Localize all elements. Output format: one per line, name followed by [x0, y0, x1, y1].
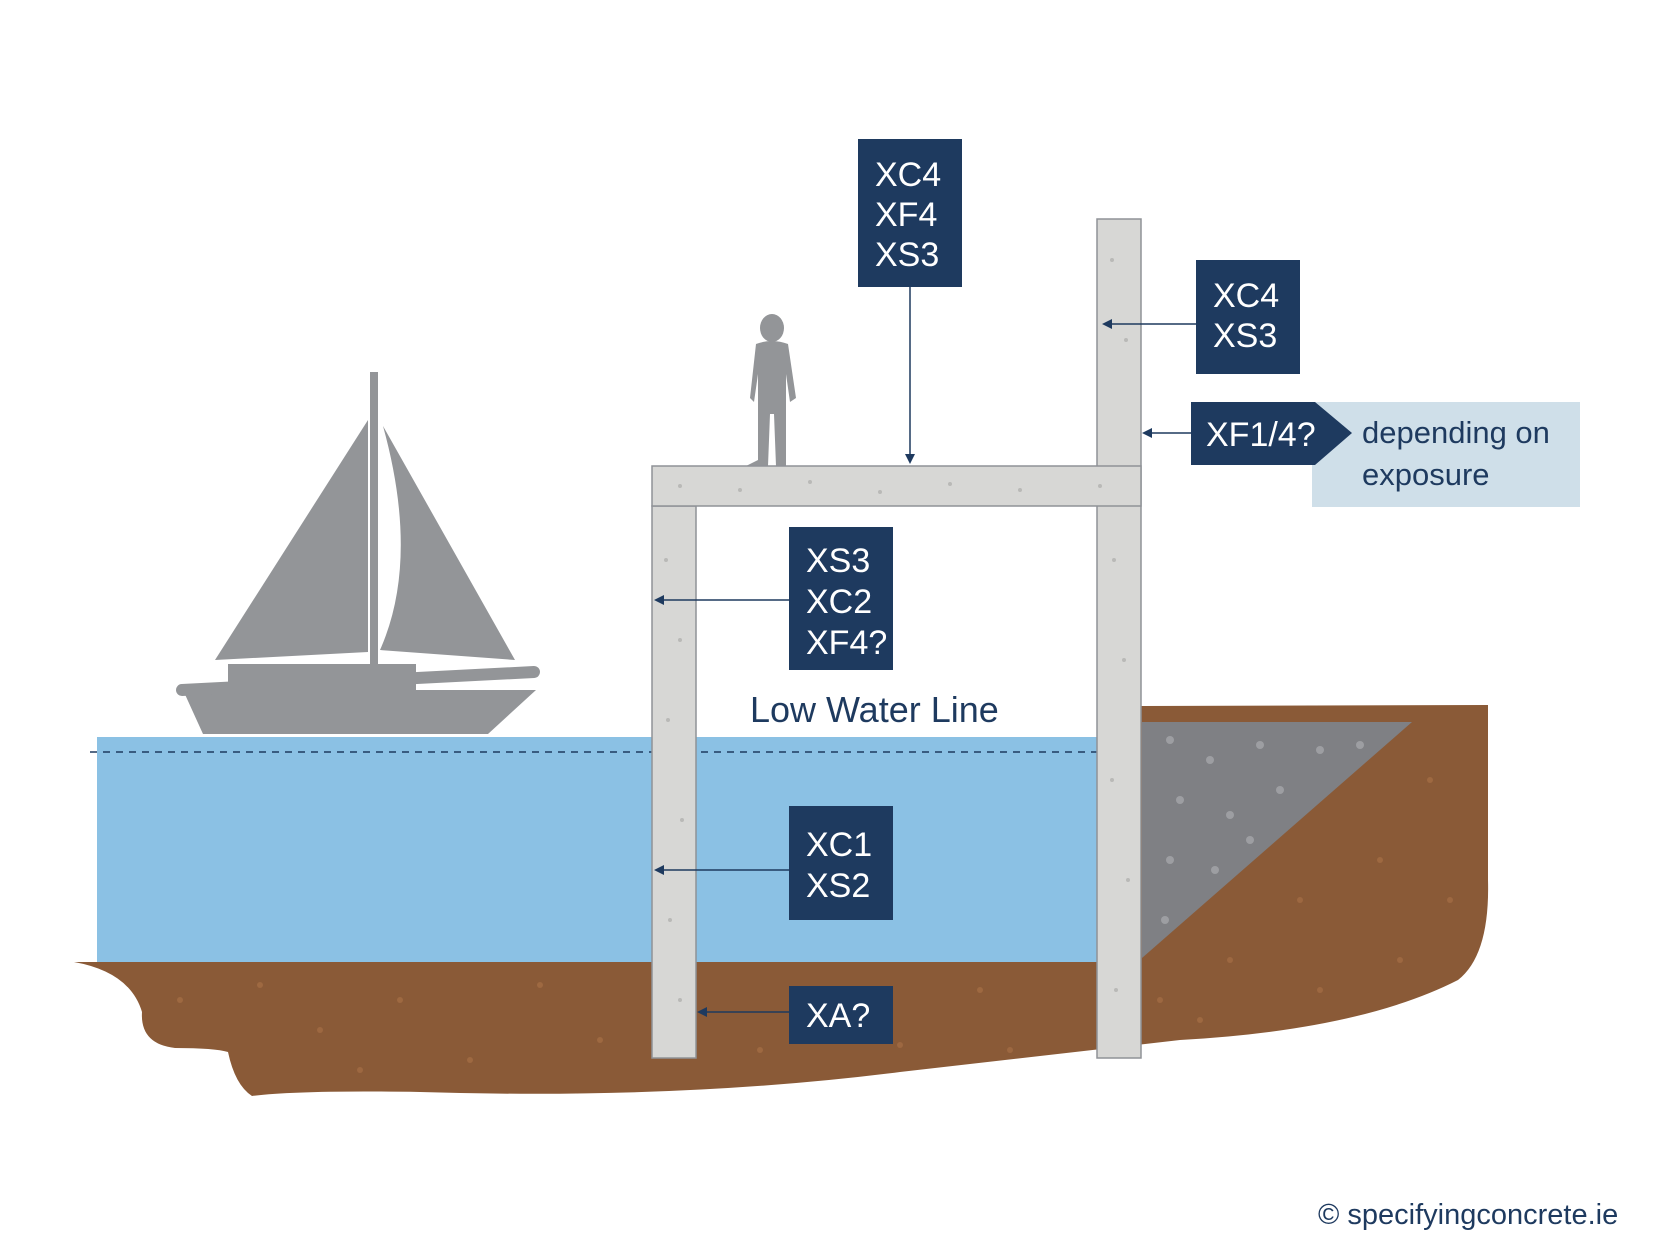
exposure-note: depending on exposure [1312, 402, 1580, 507]
svg-text:XS3: XS3 [875, 236, 939, 274]
concrete-structure [651, 218, 1142, 1059]
svg-text:XF4?: XF4? [806, 624, 887, 662]
svg-text:XC4: XC4 [1213, 277, 1279, 315]
svg-text:XS2: XS2 [806, 867, 870, 905]
svg-text:XC1: XC1 [806, 826, 872, 864]
copyright-notice: © specifyingconcrete.ie [1318, 1199, 1618, 1231]
svg-text:XF1/4?: XF1/4? [1206, 416, 1316, 454]
left-column-submerged-label: XC1 XS2 [654, 806, 893, 920]
left-column [651, 505, 697, 1059]
right-column-freeze-label: XF1/4? [1142, 402, 1352, 465]
person-icon [746, 314, 796, 466]
left-column-splash-label: XS3 XC2 XF4? [654, 527, 893, 670]
svg-text:exposure: exposure [1362, 457, 1490, 492]
svg-text:XC4: XC4 [875, 156, 941, 194]
gravel-speckles [1161, 736, 1364, 924]
water-body [97, 737, 1097, 965]
gravel-backfill [1142, 722, 1412, 958]
soil-speckles [177, 777, 1453, 1073]
right-column-upper-label: XC4 XS3 [1102, 260, 1300, 374]
deck-top-label: XC4 XF4 XS3 [858, 139, 962, 464]
sailboat-icon [176, 372, 540, 734]
low-water-line-label: Low Water Line [750, 689, 999, 730]
svg-text:XA?: XA? [806, 997, 870, 1035]
left-column-ground-label: XA? [697, 986, 893, 1044]
svg-text:XS3: XS3 [806, 542, 870, 580]
svg-text:XF4: XF4 [875, 196, 937, 234]
right-column [1096, 218, 1142, 1059]
svg-text:XS3: XS3 [1213, 317, 1277, 355]
deck-slab [651, 465, 1142, 507]
svg-text:XC2: XC2 [806, 583, 872, 621]
svg-text:depending on: depending on [1362, 415, 1550, 450]
